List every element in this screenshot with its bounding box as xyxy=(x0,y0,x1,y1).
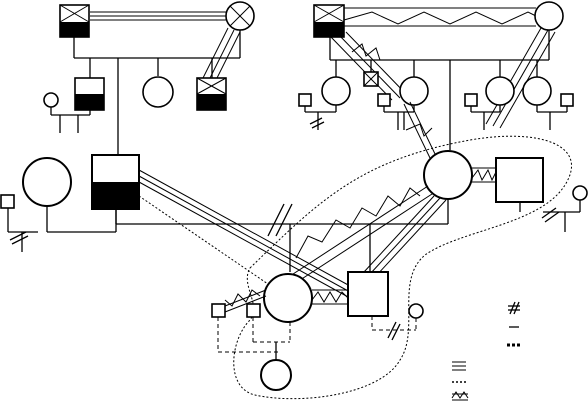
grandfather-right xyxy=(314,5,344,37)
uncle-right-1 xyxy=(364,72,378,86)
father-daughter-weak-bond xyxy=(139,196,268,284)
grandfather-left xyxy=(60,5,89,37)
son-partner-relation xyxy=(372,316,416,340)
mother xyxy=(424,151,472,199)
uncle-left-1 xyxy=(75,78,104,110)
father-ex-partner-other xyxy=(1,195,38,252)
grandmother-right xyxy=(535,2,563,30)
legend xyxy=(452,302,521,400)
aunt-right-3 xyxy=(486,77,514,105)
legend-cutoff-symbol xyxy=(508,302,520,314)
daughter-partner-2 xyxy=(247,304,260,317)
mother-partner-conflict xyxy=(472,168,496,182)
aunt-right-1 xyxy=(322,77,350,105)
mother-daughter-conflict xyxy=(290,186,432,284)
grandparents-right-marriage xyxy=(344,8,536,26)
daughter-partner-relations xyxy=(218,317,290,360)
siblings-conflict xyxy=(312,290,348,304)
aunt-right-4 xyxy=(523,77,551,105)
daughter-partner-1 xyxy=(212,304,225,317)
grandparents-left-marriage xyxy=(90,12,226,20)
mother-son-bond xyxy=(364,196,446,276)
father-ex-partner xyxy=(23,158,71,206)
aunt-right-2 xyxy=(400,77,428,105)
grandmother-left xyxy=(226,2,254,30)
legend-conflict-symbol xyxy=(452,392,468,400)
mother-partner xyxy=(496,158,543,202)
father-son-bond xyxy=(139,170,350,298)
grandmother-left-to-child-bond xyxy=(202,28,240,84)
aunt-left xyxy=(143,77,173,107)
son xyxy=(348,272,388,316)
son-partner xyxy=(409,304,423,318)
aunt-right-2-bond xyxy=(404,102,436,158)
daughter xyxy=(264,274,312,322)
uncle-left-2 xyxy=(197,78,226,110)
father xyxy=(92,155,139,209)
grandchild xyxy=(261,360,291,390)
legend-triple-line-symbol xyxy=(452,362,466,370)
